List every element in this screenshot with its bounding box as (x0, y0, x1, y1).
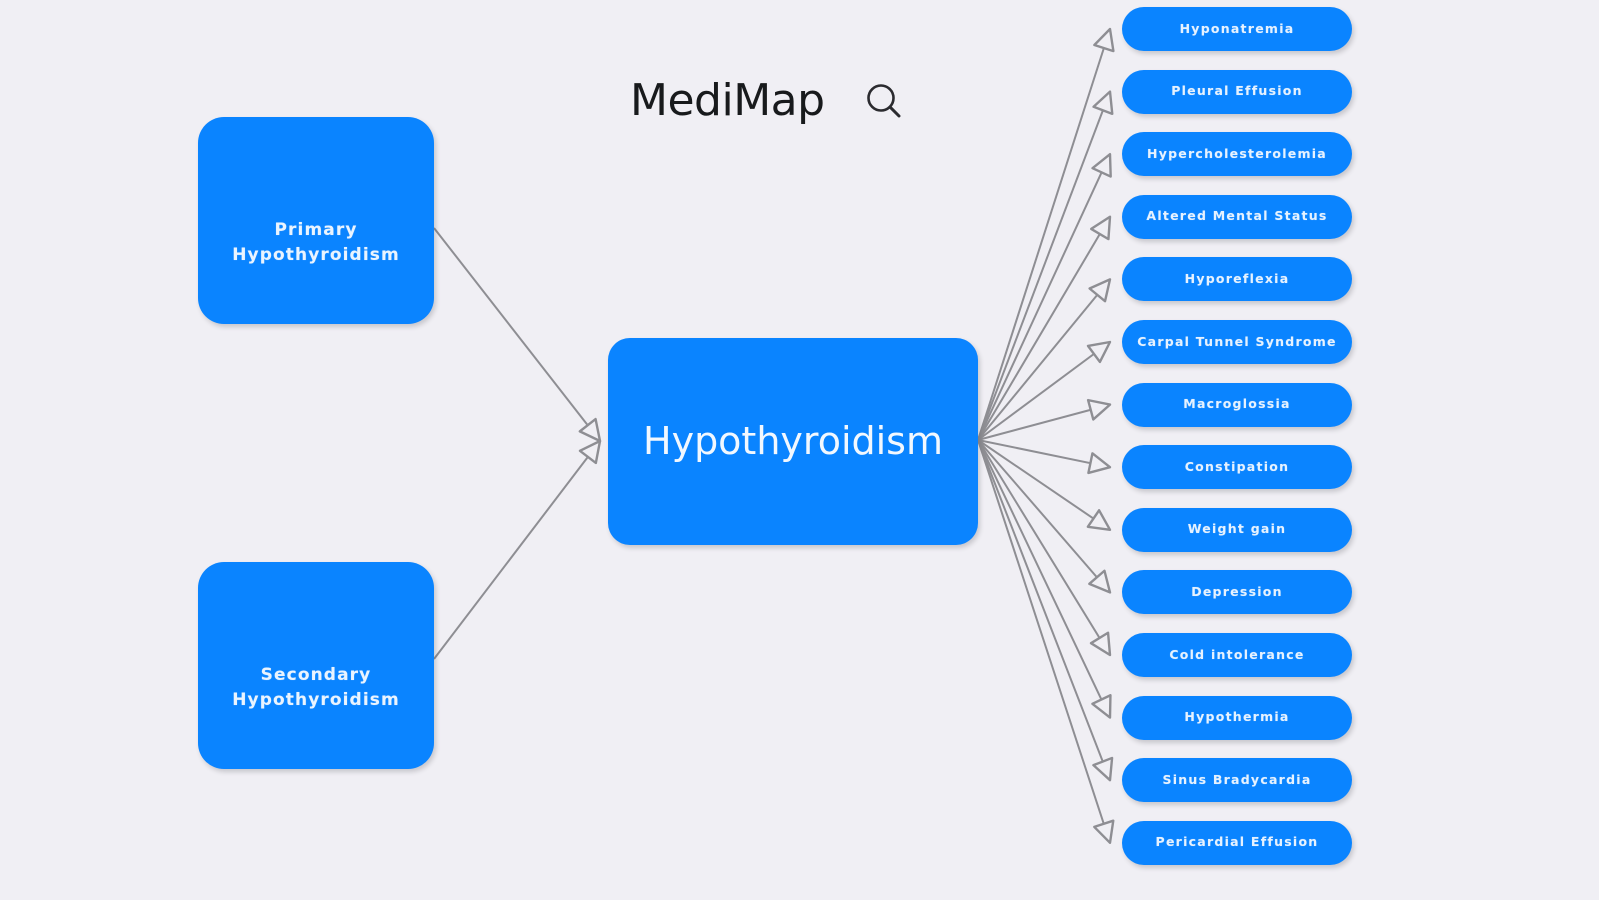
node-label: Secondary Hypothyroidism (232, 664, 400, 710)
node-label: Pleural Effusion (1171, 83, 1303, 99)
graph-edge (977, 439, 1112, 594)
graph-edge (977, 439, 1112, 657)
node-hyponatremia[interactable]: Hyponatremia (1122, 7, 1352, 51)
node-sinus-bradycardia[interactable]: Sinus Bradycardia (1122, 758, 1352, 803)
node-label: Constipation (1184, 458, 1290, 474)
node-hypothermia[interactable]: Hypothermia (1122, 695, 1352, 740)
node-depression[interactable]: Depression (1122, 570, 1352, 615)
node-cold-intolerance[interactable]: Cold intolerance (1122, 633, 1352, 677)
graph-edge (977, 439, 1112, 531)
graph-edge (977, 152, 1112, 441)
page-title: MediMap (630, 75, 825, 126)
node-hypercholesterolemia[interactable]: Hypercholesterolemia (1122, 132, 1352, 177)
node-label: Hypothermia (1184, 709, 1290, 725)
node-altered-mental-status[interactable]: Altered Mental Status (1122, 194, 1352, 239)
search-icon[interactable] (861, 78, 907, 124)
graph-edge (977, 439, 1112, 719)
node-macroglossia[interactable]: Macroglossia (1122, 382, 1352, 427)
app-header: MediMap (630, 78, 907, 124)
graph-edge (977, 439, 1114, 782)
graph-edge (977, 215, 1112, 441)
node-label: Pericardial Effusion (1155, 834, 1319, 850)
graph-edge (433, 227, 602, 443)
graph-edge (977, 27, 1115, 441)
node-hypothyroidism[interactable]: Hypothyroidism (608, 338, 978, 545)
graph-edge (977, 90, 1114, 441)
node-label: Hyporeflexia (1184, 270, 1290, 286)
node-label: Weight gain (1187, 521, 1287, 537)
node-label: Cold intolerance (1169, 646, 1305, 662)
graph-edge (977, 278, 1112, 441)
node-label: Hyponatremia (1179, 20, 1295, 36)
node-constipation[interactable]: Constipation (1122, 445, 1352, 490)
node-label: Primary Hypothyroidism (232, 219, 400, 265)
node-pericardial-effusion[interactable]: Pericardial Effusion (1122, 820, 1352, 865)
graph-edge (433, 439, 602, 660)
node-label: Carpal Tunnel Syndrome (1137, 333, 1337, 349)
graph-edge (977, 398, 1112, 441)
node-hyporeflexia[interactable]: Hyporeflexia (1122, 257, 1352, 302)
node-primary-hypothyroidism[interactable]: Primary Hypothyroidism (198, 117, 434, 324)
graph-edge (977, 439, 1115, 844)
node-label: Altered Mental Status (1146, 208, 1328, 224)
node-pleural-effusion[interactable]: Pleural Effusion (1122, 69, 1352, 114)
graph-edge (977, 439, 1112, 475)
node-label: Hypothyroidism (643, 418, 943, 463)
graph-edge (977, 340, 1112, 441)
node-weight-gain[interactable]: Weight gain (1122, 507, 1352, 552)
node-label: Hypercholesterolemia (1146, 145, 1327, 161)
node-carpal-tunnel-syndrome[interactable]: Carpal Tunnel Syndrome (1122, 320, 1352, 364)
node-secondary-hypothyroidism[interactable]: Secondary Hypothyroidism (198, 562, 434, 769)
node-label: Macroglossia (1183, 396, 1291, 412)
node-label: Sinus Bradycardia (1162, 771, 1312, 787)
node-label: Depression (1191, 583, 1283, 599)
